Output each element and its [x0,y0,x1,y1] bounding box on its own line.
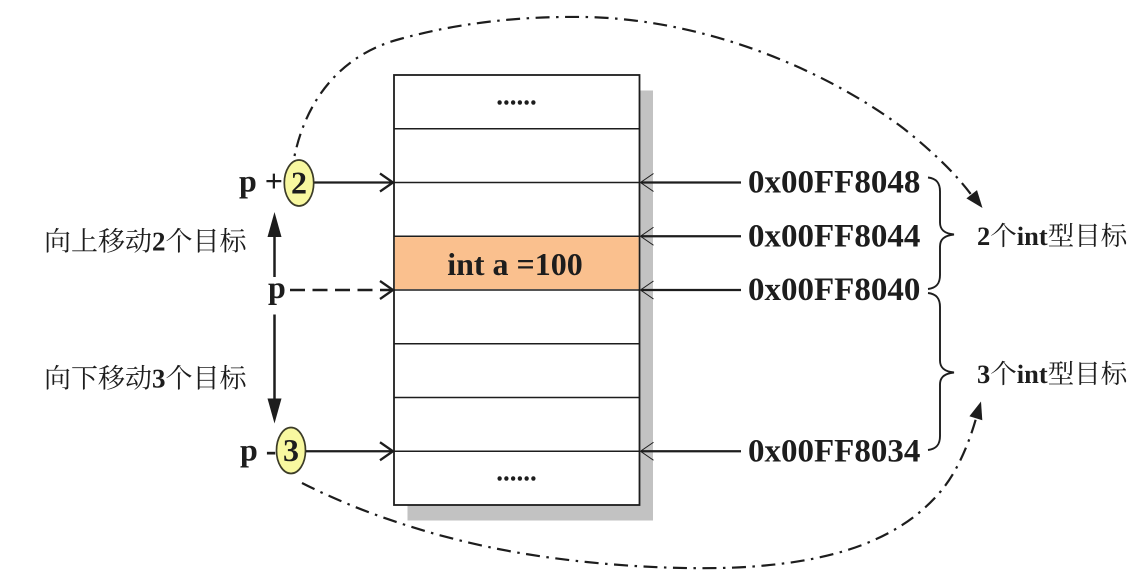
address-labels: 0x00FF8048 0x00FF8044 0x00FF8040 0x00FF8… [748,165,920,470]
move-up-label: 向上移动2个目标 [46,227,246,253]
jump-curve-minus3 [301,412,979,570]
address-arrow-0x00FF8048 [639,173,741,192]
pointer-minus-label: p - [240,432,276,468]
pointer-minus-3: p - 3 [240,426,396,475]
address-label-0x00FF8048: 0x00FF8048 [748,165,920,201]
move-up-arrow [267,212,282,277]
right-arrowhead-icon [379,280,396,300]
offset-bubble-2 [283,159,315,207]
up-arrowhead-icon [267,212,282,237]
highlighted-cell [394,237,639,290]
jump-curve-plus2 [293,15,973,196]
memory-box: ...... int a =100 ...... [393,74,641,506]
brace-label-bottom-glyphs [977,360,1127,386]
brace-label-top: 2个int型目标 [978,222,1127,248]
brace-label-bottom: 3个int型目标 [977,360,1127,386]
address-label-0x00FF8040: 0x00FF8040 [748,272,920,308]
jump-curves [293,15,983,570]
brace-3-int-cells [927,292,955,451]
pointer-plus-label: p + [239,163,283,199]
right-arrowhead-icon [379,441,396,462]
move-down-label-glyphs [46,364,246,390]
move-up-label-glyphs [46,227,246,253]
offset-bubble-2-value: 2 [291,165,307,201]
memory-cell-dots-top: ...... [496,81,537,111]
left-arrowhead-icon [639,226,654,246]
address-callouts [639,173,741,461]
offset-bubble-3 [275,426,307,475]
jump-curve-plus2-arrowhead-icon [966,190,983,208]
highlighted-cell-label: int a =100 [447,246,583,282]
address-label-0x00FF8034: 0x00FF8034 [748,434,920,470]
left-arrowhead-icon [639,441,654,461]
right-arrowhead-icon [379,172,396,193]
left-arrowhead-icon [639,173,654,192]
jump-curve-minus3-arrowhead-icon [969,401,983,421]
offset-bubble-3-value: 3 [283,432,299,468]
address-arrow-0x00FF8034 [639,441,741,461]
left-arrowhead-icon [639,280,654,300]
brace-label-top-glyphs [978,222,1127,248]
pointer-p: p [268,269,396,305]
brace-2-int-cells [927,176,955,290]
move-down-arrow [267,314,282,424]
down-arrowhead-icon [267,398,282,424]
address-label-0x00FF8044: 0x00FF8044 [748,219,920,255]
pointer-p-label: p [268,269,286,305]
pointer-plus-2: p + 2 [239,159,396,207]
address-arrow-0x00FF8044 [639,226,741,246]
memory-cell-dots-bottom: ...... [496,457,537,487]
move-down-label: 向下移动3个目标 [46,364,246,390]
address-arrow-0x00FF8040 [639,280,741,300]
